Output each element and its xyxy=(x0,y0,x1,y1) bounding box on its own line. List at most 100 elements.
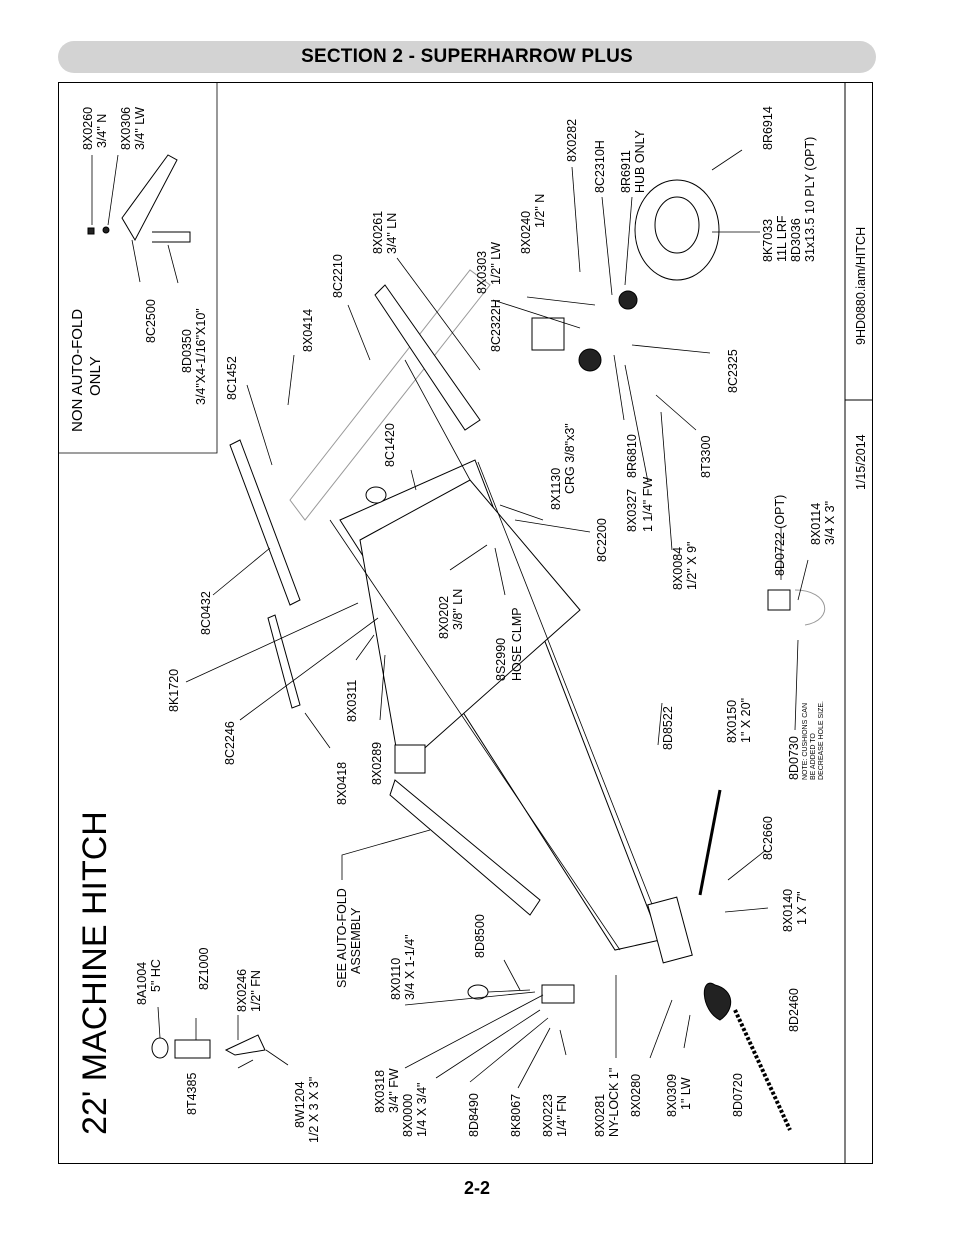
inset-part-8D0350: 8D0350 xyxy=(180,329,194,373)
desc-8X0303: 1/2" LW xyxy=(489,242,503,285)
label-8D8490: 8D8490 xyxy=(467,1093,481,1137)
label-8C2325: 8C2325 xyxy=(726,349,740,393)
nut-sketch xyxy=(87,227,95,235)
washer-sketch xyxy=(102,226,110,234)
label-8D8522: 8D8522 xyxy=(661,706,675,750)
clevis-hitch xyxy=(703,982,732,1021)
leader xyxy=(514,519,591,533)
frame-rail-left xyxy=(329,519,621,951)
hose-clamp-sketch xyxy=(151,1037,169,1059)
mount-bracket xyxy=(531,317,565,351)
desc-8X0084: 1/2" X 9" xyxy=(685,542,699,591)
label-8X0084: 8X0084 xyxy=(671,547,685,590)
label-8X0303: 8X0303 xyxy=(475,251,489,294)
label-8Z1000: 8Z1000 xyxy=(197,948,211,990)
leader xyxy=(265,1049,289,1066)
label-8D2460: 8D2460 xyxy=(787,988,801,1032)
label-8X0202-desc: 3/8" LN xyxy=(451,589,465,630)
leader xyxy=(624,196,633,286)
label-8R6911: 8R6911 xyxy=(619,150,633,193)
leader xyxy=(212,547,271,596)
label-8X0246: 8X0246 xyxy=(235,969,249,1012)
leader xyxy=(517,1027,551,1089)
hub xyxy=(618,290,638,310)
hydraulic-cylinder xyxy=(229,439,301,606)
label-8D0730: 8D0730 xyxy=(787,736,801,780)
label-auto-fold-2: ASSEMBLY xyxy=(349,907,363,974)
desc-8X0110: 3/4 X 1-1/4" xyxy=(403,934,417,1000)
leader xyxy=(794,639,799,731)
leader xyxy=(724,907,769,913)
leader xyxy=(341,829,431,880)
section-title: SECTION 2 - SUPERHARROW PLUS xyxy=(301,46,633,67)
label-8C2660: 8C2660 xyxy=(761,816,775,860)
d0722-clamp xyxy=(767,589,826,626)
leader xyxy=(131,239,141,283)
label-8X0240: 8X0240 xyxy=(519,211,533,254)
desc-8X0318: 3/4" FW xyxy=(387,1068,401,1113)
desc-8X0000: 1/4 X 3/4" xyxy=(415,1083,429,1137)
desc-8K7033-1: 11L LRF xyxy=(775,215,789,262)
label-8X0114: 8X0114 xyxy=(809,503,823,545)
leader xyxy=(727,849,767,881)
leader xyxy=(711,149,743,171)
label-8C1452: 8C1452 xyxy=(225,356,239,400)
leader xyxy=(167,244,179,284)
label-8X0000: 8X0000 xyxy=(401,1094,415,1137)
desc-8X0309: 1" LW xyxy=(679,1077,693,1110)
inset-non-auto-fold: NON AUTO-FOLD ONLY 8X0260 3/4" N 8X0306 … xyxy=(69,107,208,432)
desc-8X0281: NY-LOCK 1" xyxy=(607,1068,621,1137)
inset-title-line2: ONLY xyxy=(87,356,104,396)
desc-8R6911: HUB ONLY xyxy=(633,129,647,193)
label-8C0432: 8C0432 xyxy=(199,591,213,635)
wheel-rim xyxy=(654,196,700,254)
label-8K7033: 8K7033 xyxy=(761,219,775,262)
leader xyxy=(404,991,536,1006)
leader xyxy=(649,999,673,1059)
label-8X0414: 8X0414 xyxy=(301,309,315,352)
drawing-file-label: 9HD0880.iam/HITCH xyxy=(854,227,868,345)
jack-bracket xyxy=(541,984,575,1004)
desc-8X1130: CRG 3/8"x3" xyxy=(563,423,577,494)
inset-part-8C2500: 8C2500 xyxy=(144,299,158,343)
desc-8S2990: HOSE CLMP xyxy=(510,607,524,681)
diagram-frame xyxy=(58,82,873,1164)
desc-8X0114: 3/4 X 3" xyxy=(823,501,837,545)
desc-8X0246: 1/2" FN xyxy=(249,970,263,1012)
u-bolt-sketch xyxy=(152,231,191,243)
desc-8W1204: 1/2 X 3 X 3" xyxy=(307,1077,321,1143)
label-8X0140: 8X0140 xyxy=(781,889,795,932)
desc-8K7033-3: 31x13.5 10 PLY (OPT) xyxy=(803,137,817,262)
leader xyxy=(683,1014,691,1049)
hose-sketch xyxy=(174,1039,211,1059)
label-8W1204: 8W1204 xyxy=(293,1081,307,1128)
label-8C2310H: 8C2310H xyxy=(593,140,607,193)
label-8C2246: 8C2246 xyxy=(223,721,237,765)
leader xyxy=(304,712,331,749)
leader xyxy=(185,602,359,683)
drawing-date: 1/15/2014 xyxy=(854,434,868,490)
leader xyxy=(410,469,417,491)
inset-desc-8X0306: 3/4" LW xyxy=(133,107,147,150)
label-8X0418: 8X0418 xyxy=(335,762,349,805)
label-8C2322H: 8C2322H xyxy=(489,299,503,352)
leader xyxy=(503,959,521,991)
inset-desc-8D0350: 3/4"X4-1/16"X10" xyxy=(194,308,208,405)
leader-lines xyxy=(157,149,809,1089)
inset-desc-8X0260: 3/4" N xyxy=(95,114,109,148)
upper-link xyxy=(374,284,481,431)
leader xyxy=(601,196,613,296)
label-8D0720: 8D0720 xyxy=(731,1073,745,1117)
label-8D0722: 8D0722 (OPT) xyxy=(773,495,787,576)
note-8D0730-3: DECREASE HOLE SIZE. xyxy=(818,701,825,780)
label-8K8067: 8K8067 xyxy=(509,1094,523,1137)
label-8X0309: 8X0309 xyxy=(665,1074,679,1117)
label-8X0110: 8X0110 xyxy=(389,958,403,1000)
section-header: SECTION 2 - SUPERHARROW PLUS xyxy=(58,41,876,73)
label-8S2990: 8S2990 xyxy=(494,638,508,681)
page-number: 2-2 xyxy=(463,1178,490,1198)
label-8X0289: 8X0289 xyxy=(370,742,384,785)
leader xyxy=(107,154,119,226)
desc-8X0261: 3/4" LN xyxy=(385,213,399,254)
leader xyxy=(526,296,596,306)
